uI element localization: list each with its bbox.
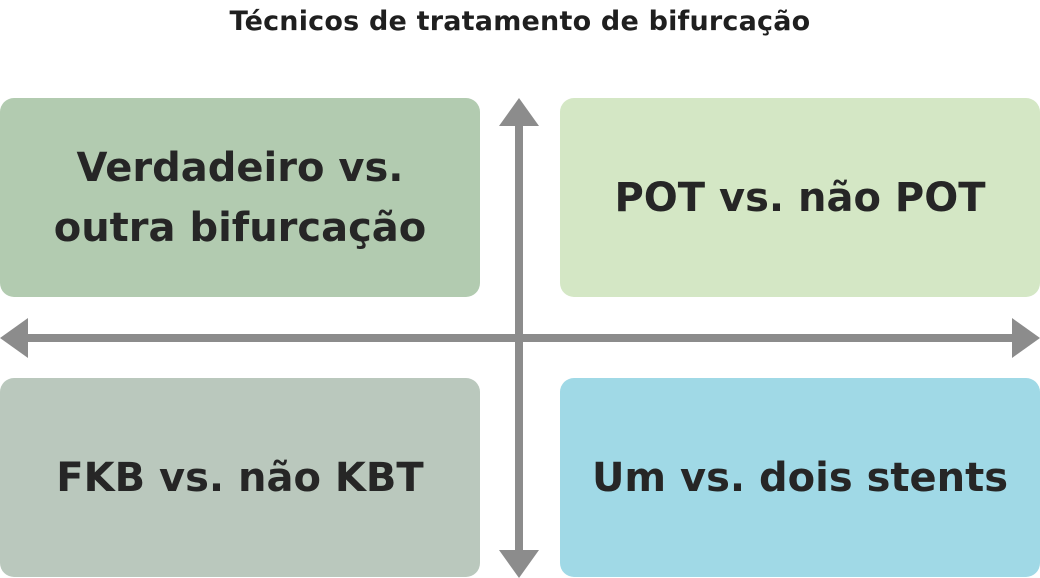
axes-group <box>0 98 1040 578</box>
quadrant-bottom-left-label: FKB vs. não KBT <box>56 454 424 501</box>
quadrant-bottom-left: FKB vs. não KBT <box>0 378 480 577</box>
arrow-down-icon <box>499 550 539 578</box>
diagram-title: Técnicos de tratamento de bifurcação <box>229 6 811 37</box>
quadrant-bottom-right: Um vs. dois stents <box>560 378 1040 577</box>
quadrant-bottom-right-label: Um vs. dois stents <box>591 454 1009 501</box>
quadrant-top-left-label: Verdadeiro vs. outra bifurcação <box>53 144 427 251</box>
quadrant-top-left: Verdadeiro vs. outra bifurcação <box>0 98 480 297</box>
quadrant-top-right: POT vs. não POT <box>560 98 1040 297</box>
arrow-left-icon <box>0 318 28 358</box>
arrow-right-icon <box>1012 318 1040 358</box>
arrow-up-icon <box>499 98 539 126</box>
quadrant-top-right-label: POT vs. não POT <box>614 174 986 221</box>
